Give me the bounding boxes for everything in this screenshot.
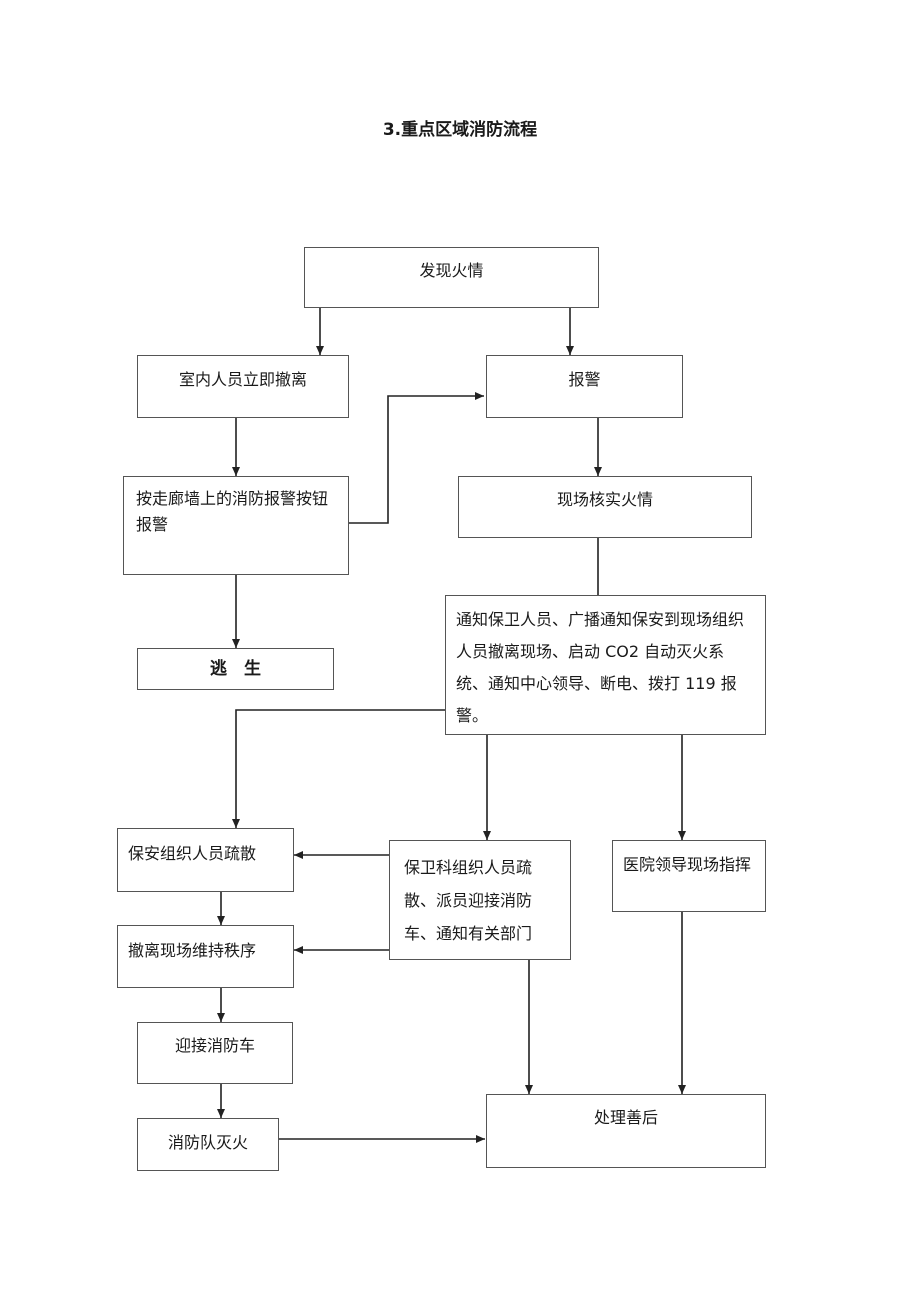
node-keep-order: 撤离现场维持秩序 <box>117 925 294 988</box>
arrow-notify-to-guard <box>232 709 445 828</box>
node-alarm: 报警 <box>486 355 683 418</box>
node-escape: 逃 生 <box>137 648 334 690</box>
node-verify-fire: 现场核实火情 <box>458 476 752 538</box>
node-security-dept: 保卫科组织人员疏散、派员迎接消防车、通知有关部门 <box>389 840 571 960</box>
node-aftermath: 处理善后 <box>486 1094 766 1168</box>
node-discover-fire: 发现火情 <box>304 247 599 308</box>
node-notify-actions: 通知保卫人员、广播通知保安到现场组织人员撤离现场、启动 CO2 自动灭火系统、通… <box>445 595 766 735</box>
page-title: 3.重点区域消防流程 <box>382 120 538 140</box>
node-evacuate-room: 室内人员立即撤离 <box>137 355 349 418</box>
node-guard-evacuate: 保安组织人员疏散 <box>117 828 294 892</box>
node-hospital-lead: 医院领导现场指挥 <box>612 840 766 912</box>
node-meet-fire-truck: 迎接消防车 <box>137 1022 293 1084</box>
node-press-alarm-button: 按走廊墙上的消防报警按钮报警 <box>123 476 349 575</box>
node-firefighting: 消防队灭火 <box>137 1118 279 1171</box>
arrow-button-to-alarm <box>349 392 484 524</box>
